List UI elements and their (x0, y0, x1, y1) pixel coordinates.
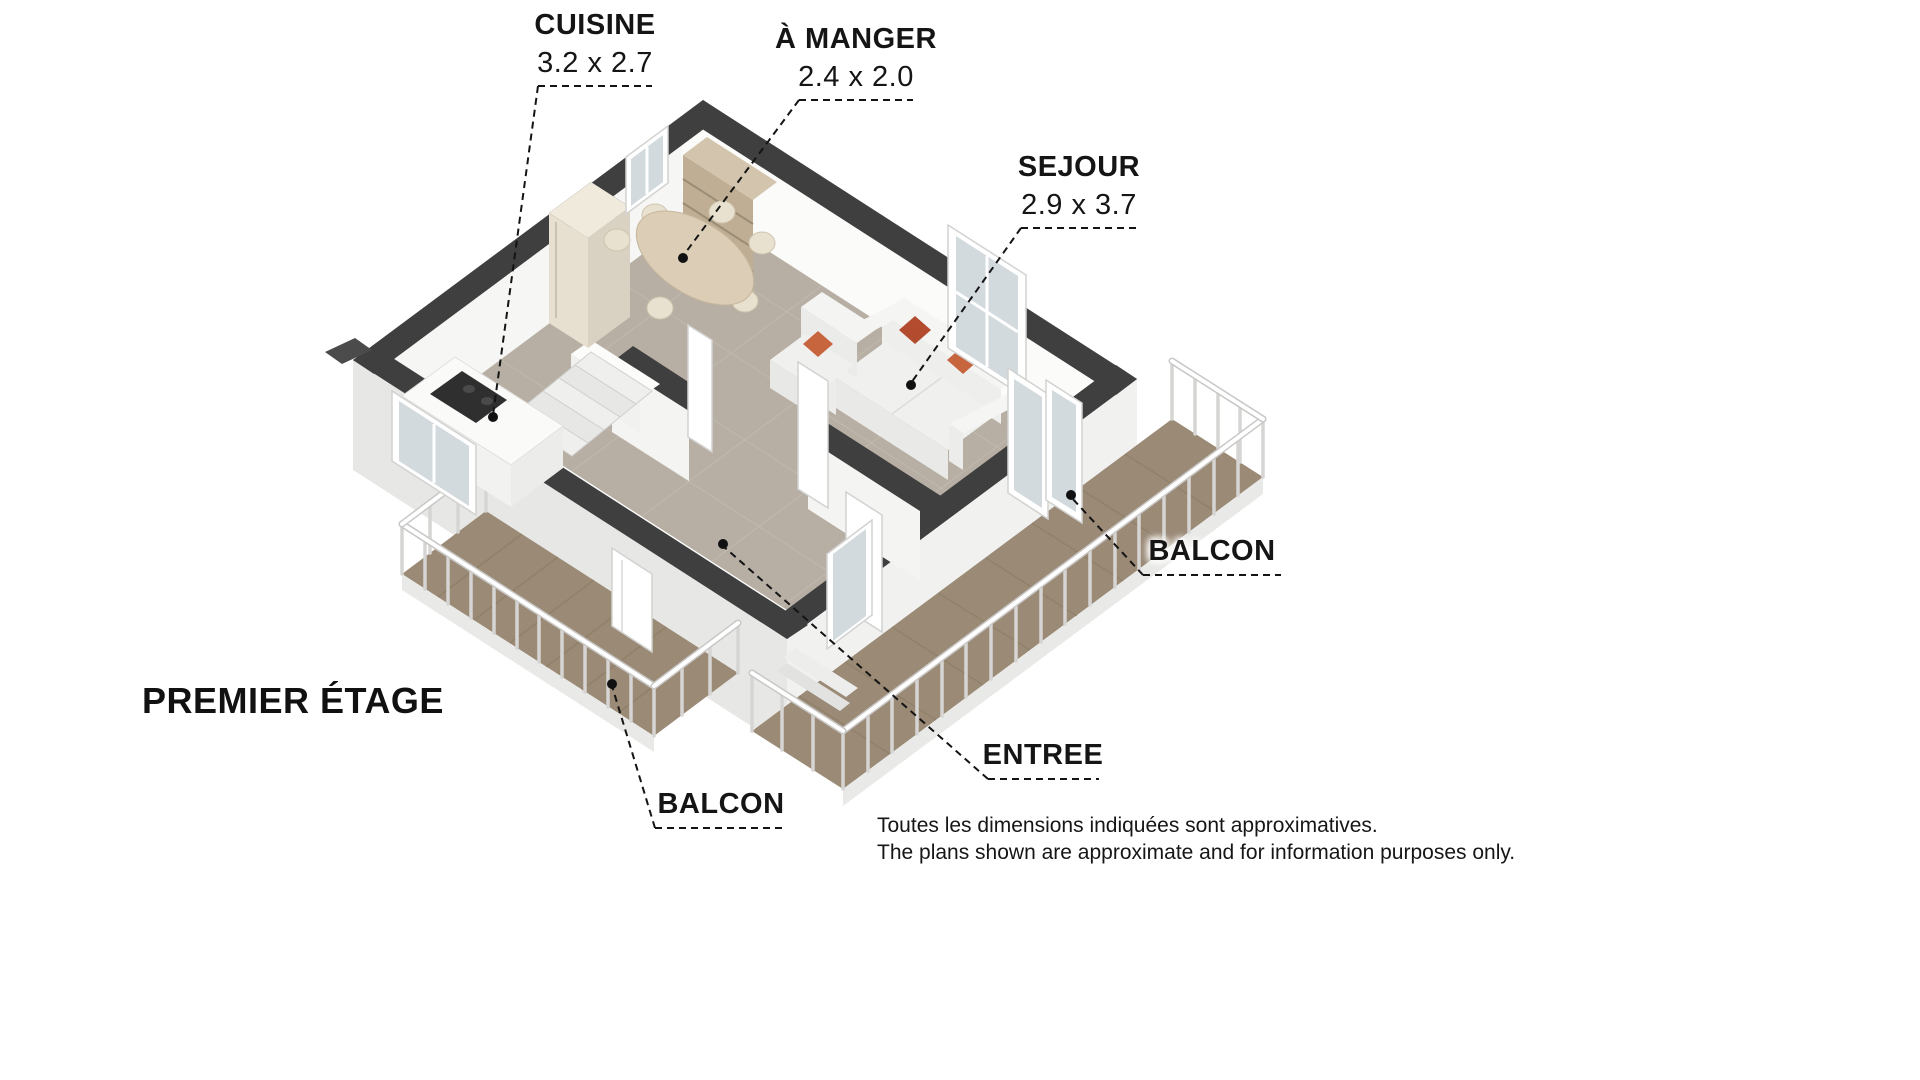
window-kitchen-sw (391, 389, 477, 517)
label-sejour-dims: 2.9 x 3.7 (1021, 189, 1137, 221)
windows-doors (391, 124, 1083, 654)
label-a-manger: À MANGER 2.4 x 2.0 (736, 20, 976, 96)
balcony-bottom-deck (402, 511, 738, 736)
label-cuisine-dims: 3.2 x 2.7 (537, 47, 653, 79)
dining-group (603, 137, 777, 320)
label-cuisine: CUISINE 3.2 x 2.7 (475, 6, 715, 82)
disclaimer: Toutes les dimensions indiquées sont app… (877, 812, 1515, 866)
leader-lines (492, 85, 1281, 829)
label-sejour-name: SEJOUR (1017, 151, 1141, 183)
disclaimer-line1: Toutes les dimensions indiquées sont app… (877, 814, 1378, 837)
label-sejour: SEJOUR 2.9 x 3.7 (959, 148, 1199, 224)
door-leaf (797, 360, 829, 510)
dining-table (635, 210, 755, 306)
window-sejour-ne (947, 223, 1027, 400)
stairs (510, 340, 660, 457)
entry-door (826, 518, 873, 651)
balcony-right-railing (748, 357, 1267, 791)
sofa-pillow (899, 316, 931, 344)
label-entree-name: ENTREE (982, 739, 1104, 771)
balcony-bottom (398, 457, 742, 752)
french-door-balcony (1007, 366, 1083, 525)
label-balcon-right: BALCON (1092, 532, 1332, 570)
cooktop (430, 371, 507, 423)
label-entree: ENTREE (923, 736, 1163, 774)
fridge (549, 182, 630, 348)
label-balcon-bottom: BALCON (601, 785, 841, 823)
label-cuisine-name: CUISINE (534, 9, 656, 41)
label-balcon-right-name: BALCON (1148, 535, 1276, 567)
label-a-manger-name: À MANGER (775, 23, 937, 55)
disclaimer-line2: The plans shown are approximate and for … (877, 841, 1516, 864)
leader-dots (488, 253, 1076, 689)
label-balcon-bottom-name: BALCON (657, 788, 785, 820)
kitchen-group (401, 182, 630, 507)
armchair-pillow (803, 331, 833, 357)
balcony-right (748, 357, 1267, 806)
exterior-unit (325, 338, 372, 364)
floor-title: PREMIER ÉTAGE (142, 680, 444, 721)
entry-porch (777, 648, 858, 711)
window-dining-nw (625, 124, 669, 216)
door-balcony-bottom (611, 546, 653, 654)
label-a-manger-dims: 2.4 x 2.0 (798, 61, 914, 93)
door-leaf (687, 323, 713, 454)
